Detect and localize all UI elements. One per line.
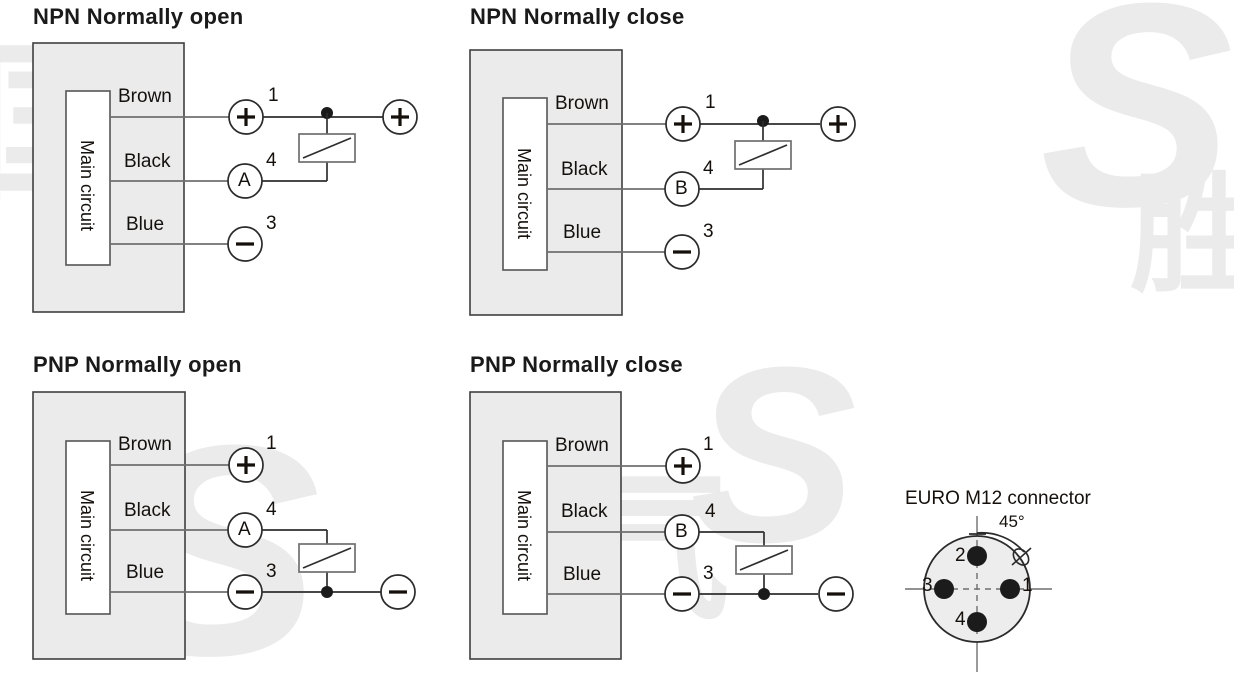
relay-diagonal: [302, 547, 352, 569]
pin-number-1: 1: [703, 434, 714, 455]
relay-diagonal: [739, 549, 789, 571]
diagram-pnp-normally-close: [469, 391, 854, 660]
connector-angle-label: 45°: [999, 512, 1025, 531]
connector-pin-label-4: 4: [955, 609, 966, 630]
main-circuit-box: [502, 440, 548, 615]
title-pnp-normally-close: PNP Normally close: [470, 352, 683, 377]
title-pnp-normally-open: PNP Normally open: [33, 352, 242, 377]
relay-diagonal: [302, 137, 352, 159]
wire-label-brown: Brown: [118, 86, 172, 107]
pin-number-3: 3: [703, 221, 714, 242]
connector-pin-label-1: 1: [1022, 575, 1033, 596]
connector-pin-2: [967, 546, 987, 566]
diagram-npn-normally-open: [32, 42, 418, 313]
wire-label-black: Black: [561, 159, 608, 180]
main-circuit-label: Main circuit: [77, 490, 97, 582]
connector-pin-label-3: 3: [922, 575, 933, 596]
pin-number-3: 3: [266, 561, 277, 582]
euro-m12-connector: [905, 516, 1052, 672]
terminal-label-b: B: [675, 178, 688, 199]
relay-diagonal: [738, 144, 788, 166]
wire-label-black: Black: [124, 151, 171, 172]
diagram-pnp-normally-open: [32, 391, 416, 660]
connector-pin-1: [1000, 579, 1020, 599]
wire-label-blue: Blue: [563, 564, 602, 585]
terminal-label-a: A: [238, 519, 251, 540]
main-circuit-label: Main circuit: [514, 490, 534, 582]
wire-label-brown: Brown: [555, 93, 609, 114]
connector-pin-4: [967, 612, 987, 632]
terminal-label-a: A: [238, 170, 251, 191]
pin-number-1: 1: [268, 85, 279, 106]
main-circuit-label: Main circuit: [514, 148, 534, 240]
terminal-label-b: B: [675, 521, 688, 542]
wire-label-blue: Blue: [126, 562, 165, 583]
pin-number-1: 1: [266, 433, 277, 454]
wire-label-brown: Brown: [118, 434, 172, 455]
pin-number-4: 4: [266, 499, 277, 520]
wire-label-brown: Brown: [555, 435, 609, 456]
pin-number-4: 4: [705, 501, 716, 522]
pin-number-4: 4: [266, 150, 277, 171]
junction-dot: [758, 588, 770, 600]
wire-label-black: Black: [561, 501, 608, 522]
title-npn-normally-open: NPN Normally open: [33, 4, 244, 29]
pin-number-3: 3: [266, 213, 277, 234]
wire-label-blue: Blue: [126, 214, 165, 235]
wire-label-black: Black: [124, 500, 171, 521]
main-circuit-label: Main circuit: [77, 140, 97, 232]
connector-title: EURO M12 connector: [905, 488, 1091, 509]
title-npn-normally-close: NPN Normally close: [470, 4, 685, 29]
pin-number-3: 3: [703, 563, 714, 584]
main-circuit-box: [65, 90, 111, 266]
connector-pin-label-2: 2: [955, 545, 966, 566]
main-circuit-box: [502, 97, 548, 271]
diagram-npn-normally-close: [469, 49, 856, 316]
junction-dot: [321, 586, 333, 598]
keyway-line: [1011, 547, 1032, 566]
load-relay-symbol: [298, 133, 356, 163]
main-circuit-box: [65, 440, 111, 615]
pin-number-4: 4: [703, 158, 714, 179]
connector-pin-3: [934, 579, 954, 599]
wire-label-blue: Blue: [563, 222, 602, 243]
pin-number-1: 1: [705, 92, 716, 113]
